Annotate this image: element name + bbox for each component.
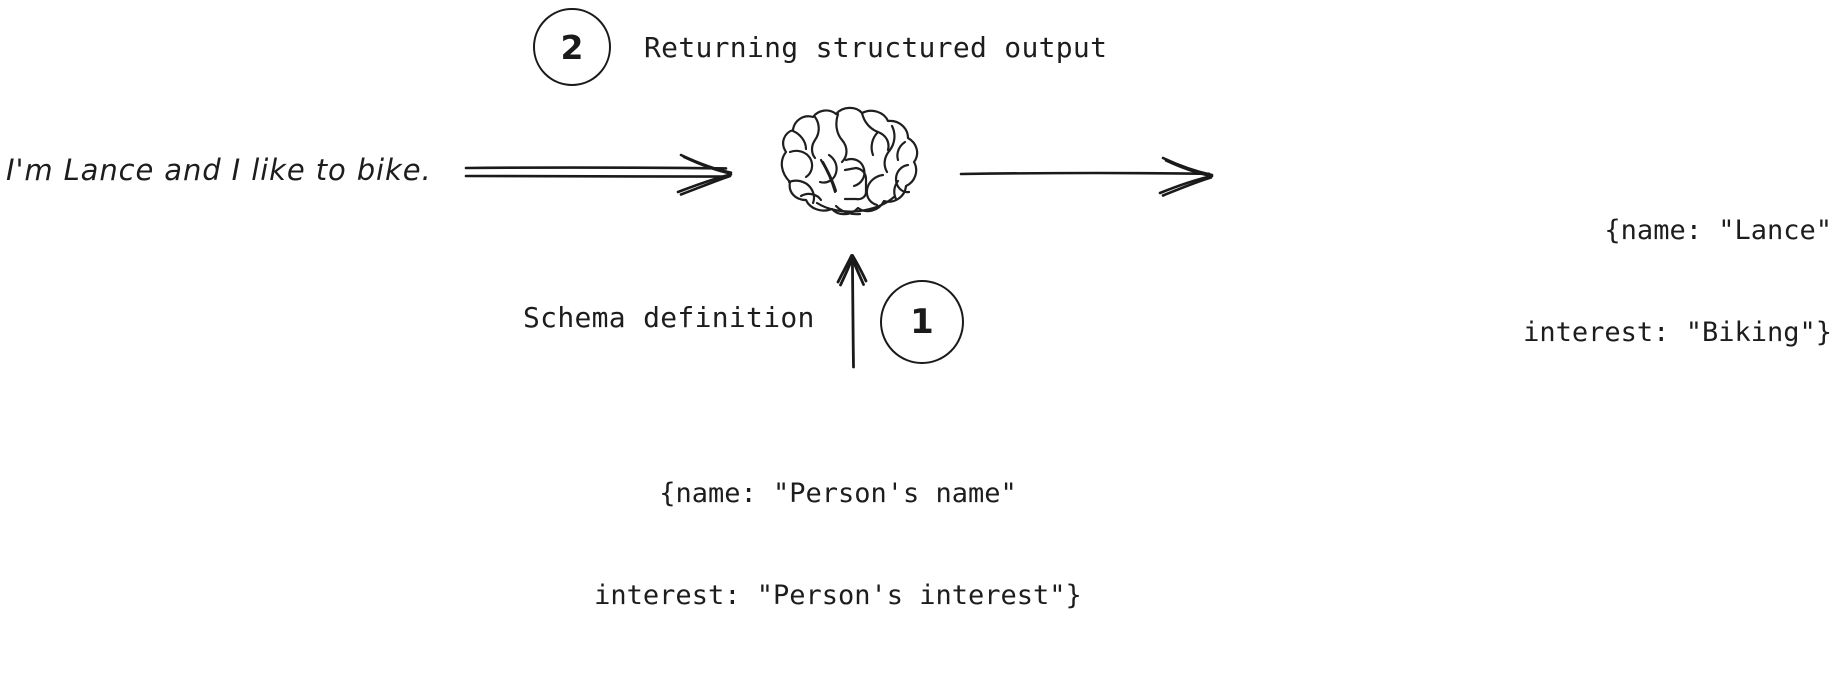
schema-definition-json: {name: "Person's name" interest: "Person… <box>438 409 1238 681</box>
step-badge-2-number: 2 <box>560 27 584 67</box>
brain-icon <box>780 106 919 216</box>
schema-json-line-1: {name: "Person's name" <box>659 478 1017 509</box>
input-phrase: I'm Lance and I like to bike. <box>6 153 432 187</box>
step-badge-2: 2 <box>533 8 611 86</box>
output-json-line-2: interest: "Biking"} <box>1523 317 1832 348</box>
step-badge-1: 1 <box>880 280 964 364</box>
arrow-model-to-output <box>959 156 1214 197</box>
step-2-label: Returning structured output <box>644 31 1108 64</box>
output-json-line-1: {name: "Lance" <box>1604 215 1832 246</box>
output-structured-json: {name: "Lance" interest: "Biking"} <box>1240 146 1832 418</box>
diagram-canvas: 2 Returning structured output I'm Lance … <box>6 8 1832 611</box>
schema-json-line-2: interest: "Person's interest"} <box>594 580 1082 611</box>
arrow-schema-to-model <box>836 254 868 369</box>
step-badge-1-number: 1 <box>910 302 934 342</box>
arrow-input-to-model <box>464 153 733 196</box>
schema-definition-label: Schema definition <box>523 301 815 334</box>
